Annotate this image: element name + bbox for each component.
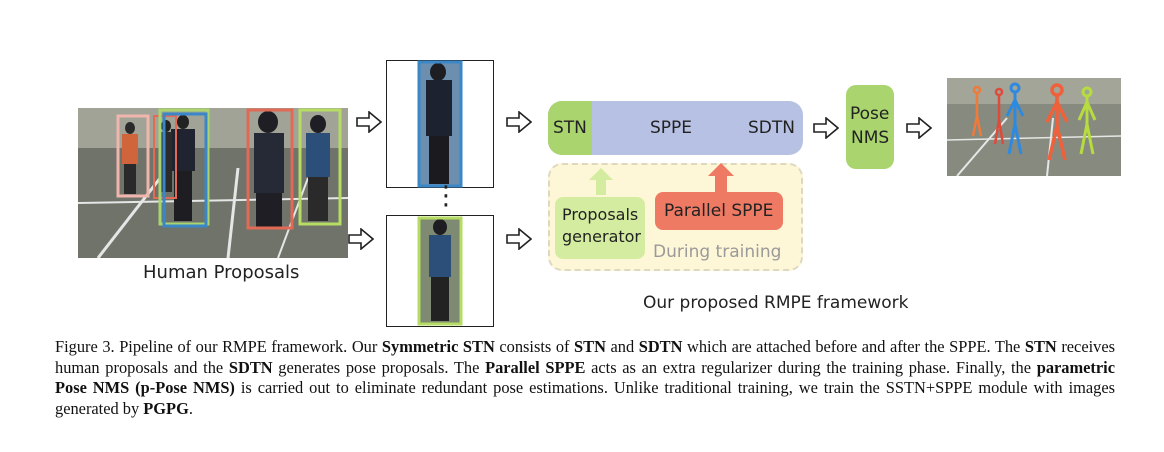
caption-figure-label: Figure 3. Pipeline of our RMPE framework… [55,337,348,356]
caption-bold: Symmetric STN [381,337,495,356]
caption-bold: STN [1024,337,1057,356]
caption-text: receives human proposals and the [55,337,1116,377]
during-training-label: During training [653,242,782,262]
rmpe-pipeline-diagram: Human Proposals ⋮ STN SPPE SDTN Proposal… [78,60,1121,327]
arrow-right-icon [506,111,532,133]
pose-nms-label-1: Pose [850,104,890,124]
proposals-generator-block [555,197,645,259]
stn-label: STN [553,118,587,138]
arrow-right-icon [506,228,532,250]
pose-nms-block [846,85,894,169]
caption-bold: SDTN [638,337,683,356]
caption-text: . [188,398,193,418]
proposals-generator-label-1: Proposals [562,205,639,224]
human-proposals-label: Human Proposals [143,262,300,283]
proposals-generator-label-2: generator [562,227,642,246]
caption-bold: parametric Pose NMS (p-Pose NMS) [55,357,1115,398]
caption-text: is carried out to eliminate redundant po… [55,378,1115,418]
caption-text: generates pose proposals. The [272,357,486,377]
parallel-sppe-block [655,192,783,230]
sppe-label: SPPE [650,118,693,138]
stn-block [548,101,592,155]
caption-text: which are attached before and after the … [682,337,1025,356]
cropped-proposal-top [386,60,494,188]
caption-text: and [605,337,639,356]
arrow-up-icon [708,163,734,192]
pose-nms-label-2: NMS [851,128,890,148]
sdtn-label: SDTN [748,118,795,138]
human-proposals-photo [78,108,348,258]
arrow-right-icon [348,228,374,250]
symmetric-stn-sppe-block [548,101,803,155]
ellipsis-dots: ⋮ [433,181,459,211]
arrow-right-icon [906,117,932,139]
caption-bold: PGPG [143,398,189,418]
arrow-right-icon [356,111,382,133]
framework-label: Our proposed RMPE framework [643,293,909,313]
pose-estimation-output-photo [947,78,1121,176]
caption-text: acts as an extra regularizer during the … [585,357,1037,377]
caption-text: consists of [494,337,575,356]
caption-bold: SDTN [228,357,273,377]
arrow-up-icon [589,168,613,195]
caption-bold: STN [574,337,606,356]
caption-text: Our [347,337,382,356]
parallel-sppe-label: Parallel SPPE [664,201,774,221]
caption-bold: Parallel SPPE [485,357,586,377]
figure-caption: Figure 3. Pipeline of our RMPE framework… [55,337,1115,419]
cropped-proposal-bottom [386,215,494,327]
arrow-right-icon [813,117,839,139]
